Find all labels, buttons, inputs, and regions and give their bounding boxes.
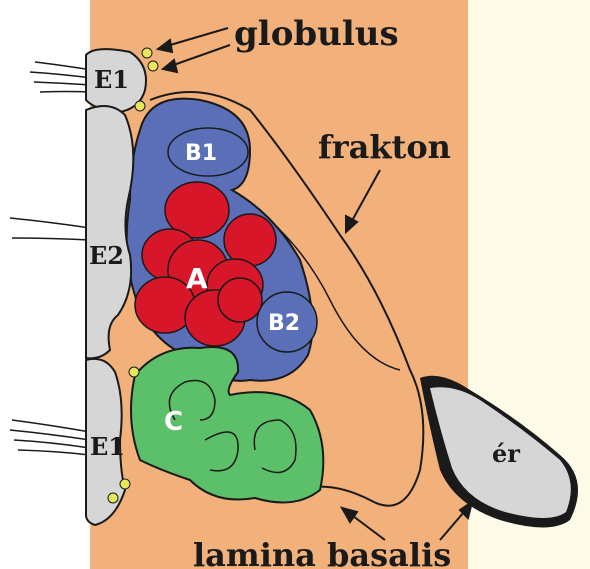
label-e1-bottom: E1 [90, 432, 125, 461]
label-globulus: globulus [234, 14, 399, 54]
label-c: C [164, 407, 183, 437]
label-lamina-basalis: lamina basalis [193, 536, 451, 569]
label-er: ér [492, 439, 520, 468]
label-a: A [186, 262, 208, 295]
label-b2: B2 [268, 311, 300, 336]
label-b1: B1 [185, 141, 217, 166]
label-e2: E2 [89, 241, 124, 270]
left-margin [0, 0, 90, 569]
label-e1-top: E1 [94, 65, 129, 94]
label-frakton: frakton [318, 128, 451, 166]
